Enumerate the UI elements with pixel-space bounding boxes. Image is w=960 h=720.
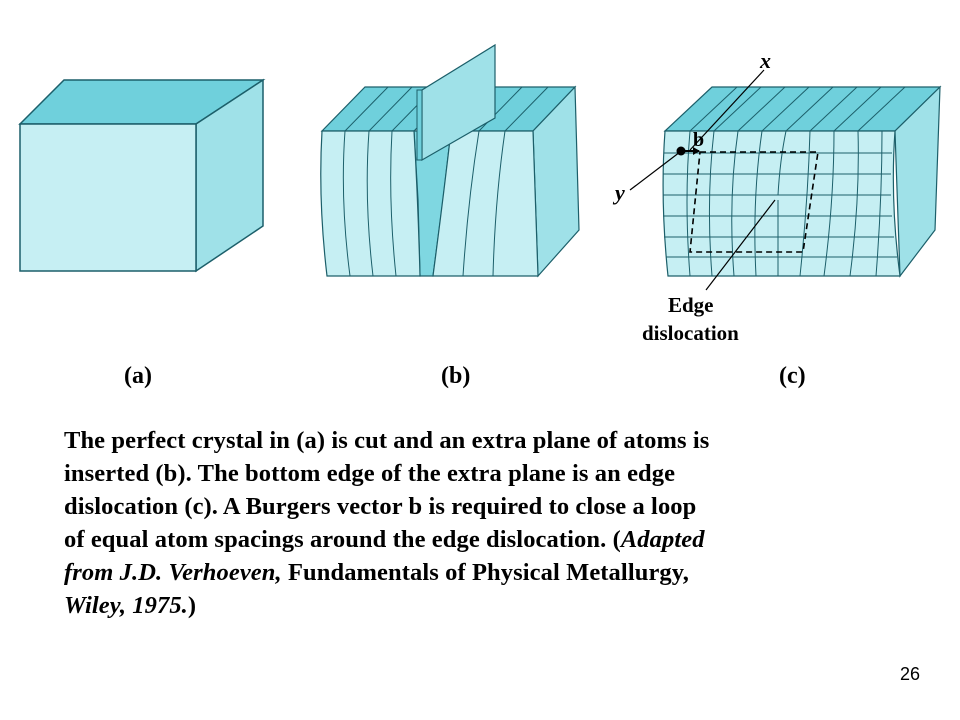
panel-label-b: (b) xyxy=(441,363,470,389)
caption-line: of equal atom spacings around the edge d… xyxy=(64,523,924,556)
figure-caption: The perfect crystal in (a) is cut and an… xyxy=(64,424,924,622)
panel-c-edge-dislocation: x y b Edge dislocation xyxy=(612,48,942,345)
label-dislocation: dislocation xyxy=(642,321,739,345)
slide-number: 26 xyxy=(899,664,920,684)
caption-line: dislocation (c). A Burgers vector b is r… xyxy=(64,493,697,520)
burgers-circuit xyxy=(689,151,819,253)
caption-line: from J.D. Verhoeven, Fundamentals of Phy… xyxy=(64,556,924,589)
edge-leader-line xyxy=(705,199,776,291)
label-y: y xyxy=(612,180,625,205)
caption-text: ) xyxy=(187,592,197,619)
caption-line: inserted (b). The bottom edge of the ext… xyxy=(64,460,676,487)
label-x: x xyxy=(759,48,771,73)
extra-plane-edge xyxy=(416,89,423,161)
right-block-front xyxy=(432,130,539,277)
dislocation-figure: x y b Edge dislocation (a) (b) (c) xyxy=(18,43,942,389)
panel-label-a: (a) xyxy=(124,363,152,389)
y-leader-line xyxy=(629,151,681,191)
panel-a-perfect-crystal xyxy=(18,78,266,273)
caption-citation: Wiley, 1975. xyxy=(64,592,188,619)
caption-book-title: Fundamentals of Physical Metallurgy, xyxy=(287,559,689,586)
label-edge: Edge xyxy=(668,293,714,317)
dislocation-front-face xyxy=(662,130,901,277)
dislocation-side-face xyxy=(894,85,941,278)
panel-b-cut-crystal xyxy=(320,43,580,278)
caption-citation: Adapted xyxy=(620,526,705,553)
x-leader-line xyxy=(689,69,765,151)
caption-citation: from J.D. Verhoeven, xyxy=(64,559,288,586)
caption-text: of equal atom spacings around the edge d… xyxy=(64,526,621,553)
caption-line: The perfect crystal in (a) is cut and an… xyxy=(64,427,710,454)
panel-label-c: (c) xyxy=(779,363,806,389)
caption-line: Wiley, 1975.) xyxy=(64,589,924,622)
cube-front-face xyxy=(19,123,197,272)
label-b: b xyxy=(693,129,704,151)
